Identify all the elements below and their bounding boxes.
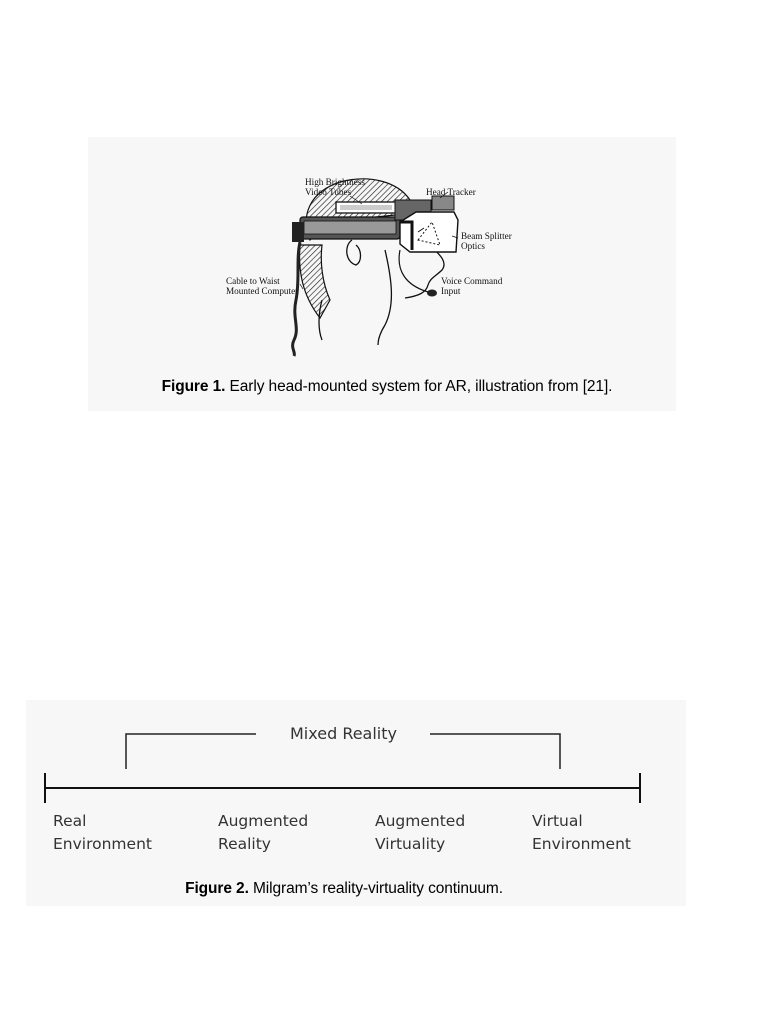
- figure-1-caption: Figure 1. Early head-mounted system for …: [161, 378, 613, 395]
- mixed-reality-bracket-right: [430, 733, 561, 769]
- stage-augmented-virtuality: Augmented Virtuality: [375, 812, 466, 853]
- label-video-tubes: High Brightness Video Tubes: [305, 177, 365, 197]
- mixed-reality-bracket-left: [125, 733, 256, 769]
- stage-real-environment: Real Environment: [53, 812, 152, 853]
- label-voice-command: Voice Command Input: [441, 276, 503, 296]
- mixed-reality-label: Mixed Reality: [290, 724, 397, 743]
- stage-virtual-environment: Virtual Environment: [532, 812, 631, 853]
- figure-2-caption: Figure 2. Milgram’s reality-virtuality c…: [185, 880, 503, 897]
- label-beam-splitter: Beam Splitter Optics: [461, 231, 512, 251]
- stage-augmented-reality: Augmented Reality: [218, 812, 309, 853]
- label-cable: Cable to Waist Mounted Computer: [226, 276, 299, 296]
- label-head-tracker: Head Tracker: [426, 187, 476, 197]
